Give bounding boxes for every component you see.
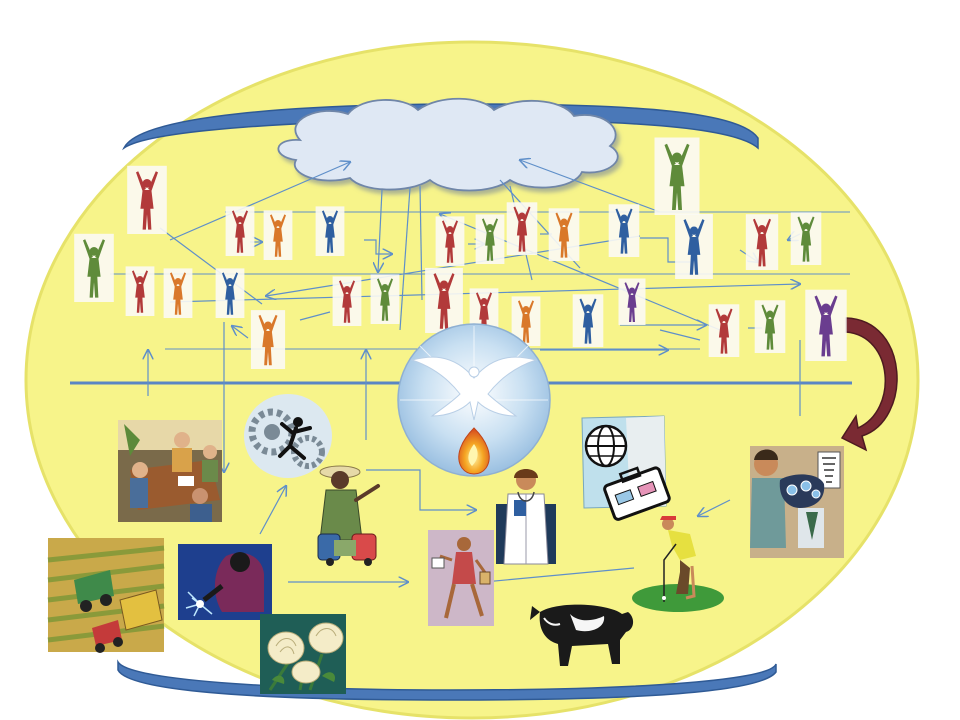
arrow: [169, 162, 350, 241]
arrow: [484, 567, 635, 582]
roses-clipart-icon: [260, 614, 346, 694]
globe-briefcase-clipart-icon: [581, 415, 671, 521]
arrow: [520, 160, 661, 213]
meeting-clipart-icon: [118, 420, 222, 522]
arrow: [698, 499, 731, 516]
arrow: [159, 227, 263, 305]
arrow: [399, 187, 411, 331]
businesswoman-clipart-icon: [428, 530, 494, 626]
arrow: [299, 311, 331, 321]
arrow: [232, 326, 249, 339]
golfer-clipart-icon: [632, 516, 724, 612]
doctor-clipart-icon: [496, 469, 556, 565]
cloud-icon: [277, 97, 619, 192]
big-curved-arrow-icon: [840, 317, 898, 452]
eye-exam-clipart-icon: [750, 446, 844, 558]
people-layer: [74, 137, 847, 369]
gears-runner-clipart-icon: [244, 394, 332, 478]
traveler-scooter-clipart-icon: [317, 465, 380, 566]
arrow: [659, 329, 701, 341]
dove-flame-emblem-icon: [397, 323, 551, 477]
cow-clipart-icon: [530, 604, 634, 666]
arrow: [259, 486, 286, 535]
arrow: [366, 469, 476, 510]
arrow: [419, 185, 423, 301]
arrow: [378, 189, 382, 272]
arrow: [364, 239, 392, 254]
farm-harvest-clipart-icon: [47, 538, 165, 653]
welder-clipart-icon: [178, 544, 272, 620]
